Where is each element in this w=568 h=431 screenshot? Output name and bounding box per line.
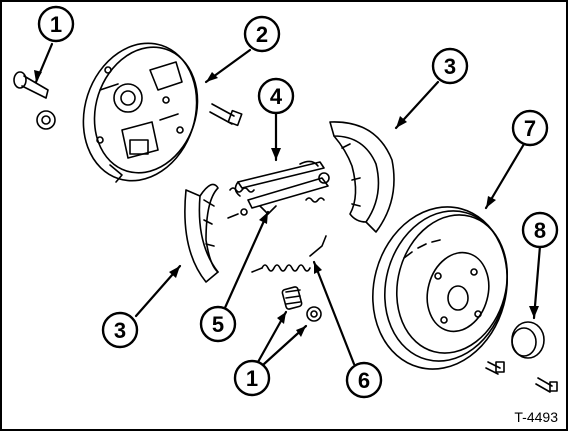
brake-shoe-left bbox=[184, 183, 219, 283]
wheel-bolts bbox=[485, 361, 558, 393]
leader-6 bbox=[312, 260, 356, 366]
svg-text:4: 4 bbox=[270, 84, 283, 109]
svg-text:2: 2 bbox=[256, 22, 268, 47]
callout-2: 2 bbox=[243, 15, 281, 53]
brake-shoe-right bbox=[329, 121, 395, 233]
callout-7: 7 bbox=[511, 109, 549, 147]
callout-8: 8 bbox=[521, 211, 559, 249]
adjuster-strut bbox=[234, 160, 330, 215]
hub-cap bbox=[511, 321, 545, 359]
leader-5 bbox=[222, 210, 270, 312]
callout-3a: 3 bbox=[101, 311, 139, 349]
figure-reference-code: T-4493 bbox=[514, 409, 558, 425]
svg-text:3: 3 bbox=[444, 54, 456, 79]
backing-plate bbox=[82, 42, 199, 183]
callout-3b: 3 bbox=[431, 47, 469, 85]
svg-text:1: 1 bbox=[246, 366, 258, 391]
return-spring bbox=[251, 235, 327, 273]
leader-7 bbox=[484, 142, 526, 210]
leader-lines bbox=[34, 42, 542, 366]
callout-4: 4 bbox=[257, 77, 295, 115]
mounting-bolt bbox=[209, 103, 243, 127]
svg-text:6: 6 bbox=[358, 368, 370, 393]
svg-text:1: 1 bbox=[50, 12, 62, 37]
small-springs bbox=[227, 187, 325, 219]
callout-5: 5 bbox=[199, 305, 237, 343]
hold-down-parts bbox=[281, 286, 322, 322]
callout-6: 6 bbox=[345, 361, 383, 399]
brake-drum bbox=[372, 206, 509, 370]
axle-nut bbox=[36, 110, 56, 130]
callout-1a: 1 bbox=[37, 5, 75, 43]
svg-text:5: 5 bbox=[212, 312, 224, 337]
svg-text:7: 7 bbox=[524, 116, 536, 141]
svg-text:3: 3 bbox=[114, 318, 126, 343]
callout-1b: 1 bbox=[233, 359, 271, 397]
axle-bolt bbox=[13, 71, 49, 99]
svg-text:8: 8 bbox=[534, 218, 546, 243]
